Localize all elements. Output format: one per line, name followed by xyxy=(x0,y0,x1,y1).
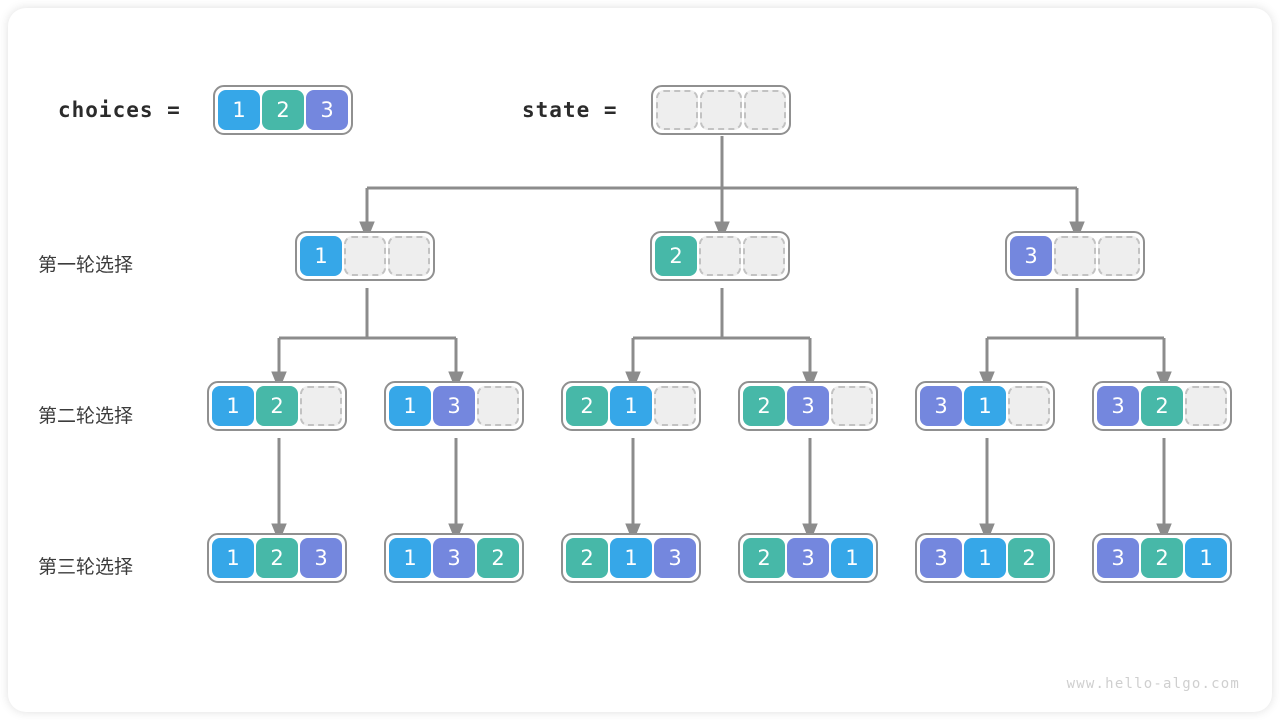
row-label-level-3: 第三轮选择 xyxy=(38,556,134,578)
array-cell-value: 2 xyxy=(566,538,608,578)
array-cell-empty xyxy=(1185,386,1227,426)
state-array-level-1-node-1: 1 xyxy=(295,231,435,281)
array-cell-value: 2 xyxy=(655,236,697,276)
array-cell-empty xyxy=(699,236,741,276)
array-cell-value: 1 xyxy=(964,386,1006,426)
array-cell-empty xyxy=(344,236,386,276)
array-cell-empty xyxy=(300,386,342,426)
diagram-card xyxy=(8,8,1272,712)
array-cell-value: 3 xyxy=(1010,236,1052,276)
array-cell-value: 1 xyxy=(389,386,431,426)
array-cell-value: 3 xyxy=(306,90,348,130)
array-cell-value: 3 xyxy=(920,386,962,426)
array-cell-value: 1 xyxy=(610,538,652,578)
array-cell-value: 2 xyxy=(1008,538,1050,578)
array-cell-empty xyxy=(654,386,696,426)
array-cell-value: 3 xyxy=(787,538,829,578)
array-cell-value: 3 xyxy=(433,386,475,426)
array-cell-empty xyxy=(831,386,873,426)
array-cell-empty xyxy=(744,90,786,130)
array-cell-value: 3 xyxy=(787,386,829,426)
row-label-level-1: 第一轮选择 xyxy=(38,254,134,276)
array-cell-empty xyxy=(743,236,785,276)
array-cell-value: 2 xyxy=(743,386,785,426)
state-array-level-1-node-3: 3 xyxy=(1005,231,1145,281)
array-cell-value: 3 xyxy=(433,538,475,578)
array-cell-empty xyxy=(388,236,430,276)
array-cell-value: 1 xyxy=(212,538,254,578)
array-cell-value: 2 xyxy=(743,538,785,578)
row-label-level-2: 第二轮选择 xyxy=(38,405,134,427)
array-cell-empty xyxy=(656,90,698,130)
array-cell-empty xyxy=(477,386,519,426)
array-cell-value: 2 xyxy=(477,538,519,578)
array-cell-empty xyxy=(700,90,742,130)
choices-label: choices = xyxy=(58,98,181,122)
state-label: state = xyxy=(522,98,618,122)
array-cell-empty xyxy=(1008,386,1050,426)
array-cell-value: 1 xyxy=(831,538,873,578)
array-cell-empty xyxy=(1054,236,1096,276)
array-cell-value: 1 xyxy=(610,386,652,426)
array-cell-value: 1 xyxy=(964,538,1006,578)
array-cell-value: 3 xyxy=(1097,538,1139,578)
array-cell-value: 2 xyxy=(1141,386,1183,426)
array-cell-value: 3 xyxy=(920,538,962,578)
array-cell-value: 2 xyxy=(1141,538,1183,578)
state-array-level-1-node-2: 2 xyxy=(650,231,790,281)
array-cell-value: 1 xyxy=(218,90,260,130)
array-cell-empty xyxy=(1098,236,1140,276)
array-cell-value: 2 xyxy=(256,538,298,578)
array-cell-value: 2 xyxy=(566,386,608,426)
array-cell-value: 3 xyxy=(300,538,342,578)
array-cell-value: 2 xyxy=(256,386,298,426)
state-array xyxy=(651,85,791,135)
array-cell-value: 1 xyxy=(300,236,342,276)
array-cell-value: 2 xyxy=(262,90,304,130)
array-cell-value: 3 xyxy=(654,538,696,578)
watermark: www.hello-algo.com xyxy=(1066,676,1240,692)
array-cell-value: 1 xyxy=(212,386,254,426)
array-cell-value: 3 xyxy=(1097,386,1139,426)
array-cell-value: 1 xyxy=(1185,538,1227,578)
array-cell-value: 1 xyxy=(389,538,431,578)
